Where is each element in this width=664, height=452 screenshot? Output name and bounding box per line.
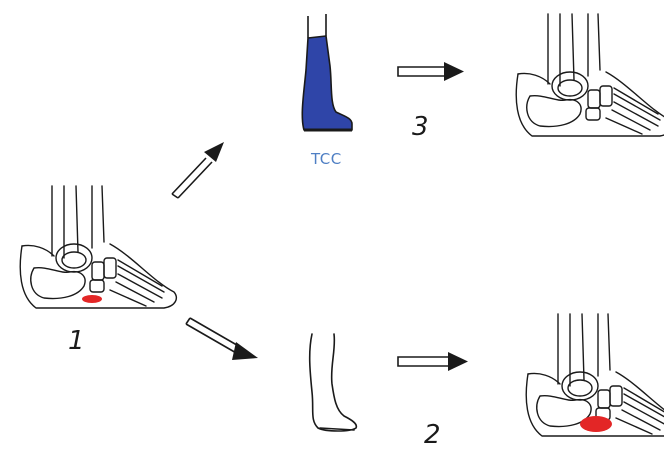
step-2-label: 2 bbox=[424, 420, 441, 450]
step-1-label: 1 bbox=[68, 326, 85, 356]
small-ulcer-mark bbox=[82, 295, 102, 303]
foot-healed-icon bbox=[516, 14, 664, 136]
leg-icon bbox=[310, 334, 357, 431]
arrow-right-bottom-icon bbox=[398, 352, 468, 371]
cast-icon bbox=[302, 14, 352, 130]
arrow-up-right-icon bbox=[172, 142, 224, 198]
large-ulcer-mark bbox=[580, 416, 612, 432]
foot-start-icon bbox=[20, 186, 176, 308]
tcc-label: TCC bbox=[311, 150, 342, 168]
step-3-label: 3 bbox=[412, 112, 429, 142]
arrow-down-right-icon bbox=[186, 318, 258, 360]
arrow-right-top-icon bbox=[398, 62, 464, 81]
